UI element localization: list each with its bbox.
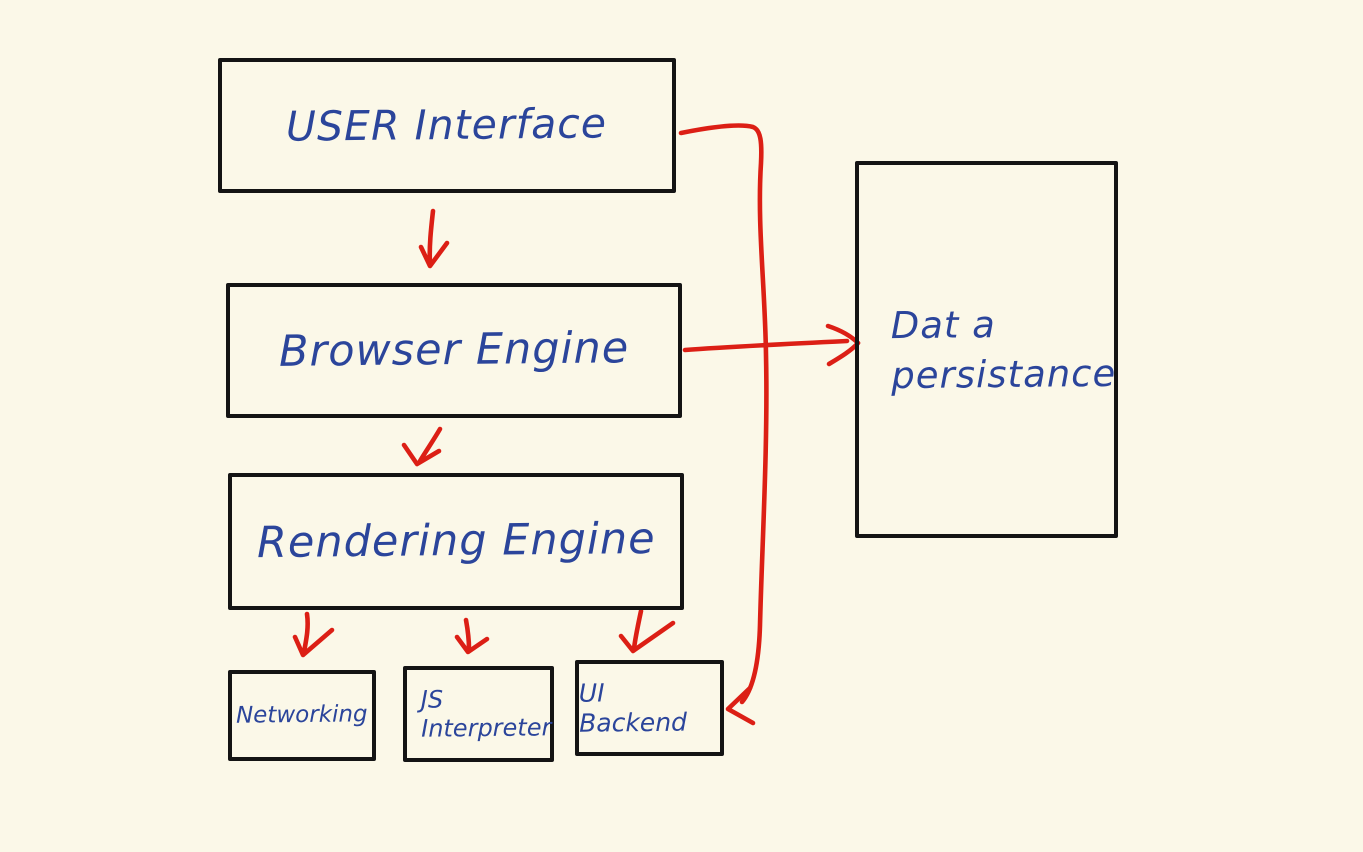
node-data-persistance-label: Dat a persistance: [890, 302, 1117, 397]
arrow-ui-to-browser: [418, 208, 450, 269]
node-js-interpreter: JS Interpreter: [403, 666, 554, 762]
node-rendering-engine: Rendering Engine: [228, 473, 684, 610]
node-rendering-engine-label: Rendering Engine: [256, 513, 656, 568]
node-user-interface: USER Interface: [218, 58, 676, 193]
node-js-interpreter-label: JS Interpreter: [420, 685, 552, 743]
arrow-rendering-to-js: [454, 617, 490, 655]
node-ui-backend-label: UI Backend: [578, 678, 688, 738]
arrow-browser-to-data-persistance: [682, 323, 861, 367]
node-browser-engine-label: Browser Engine: [278, 322, 630, 377]
arrow-rendering-to-ui-backend: [618, 608, 676, 654]
node-user-interface-label: USER Interface: [286, 99, 608, 151]
node-networking-label: Networking: [236, 701, 368, 729]
arrow-rendering-to-networking: [292, 611, 335, 658]
node-data-persistance: Dat a persistance: [855, 161, 1118, 538]
node-browser-engine: Browser Engine: [226, 283, 682, 418]
node-networking: Networking: [228, 670, 376, 761]
arrow-browser-to-rendering: [401, 426, 443, 467]
arrow-ui-to-ui-backend: [678, 123, 769, 726]
node-ui-backend: UI Backend: [575, 660, 724, 756]
